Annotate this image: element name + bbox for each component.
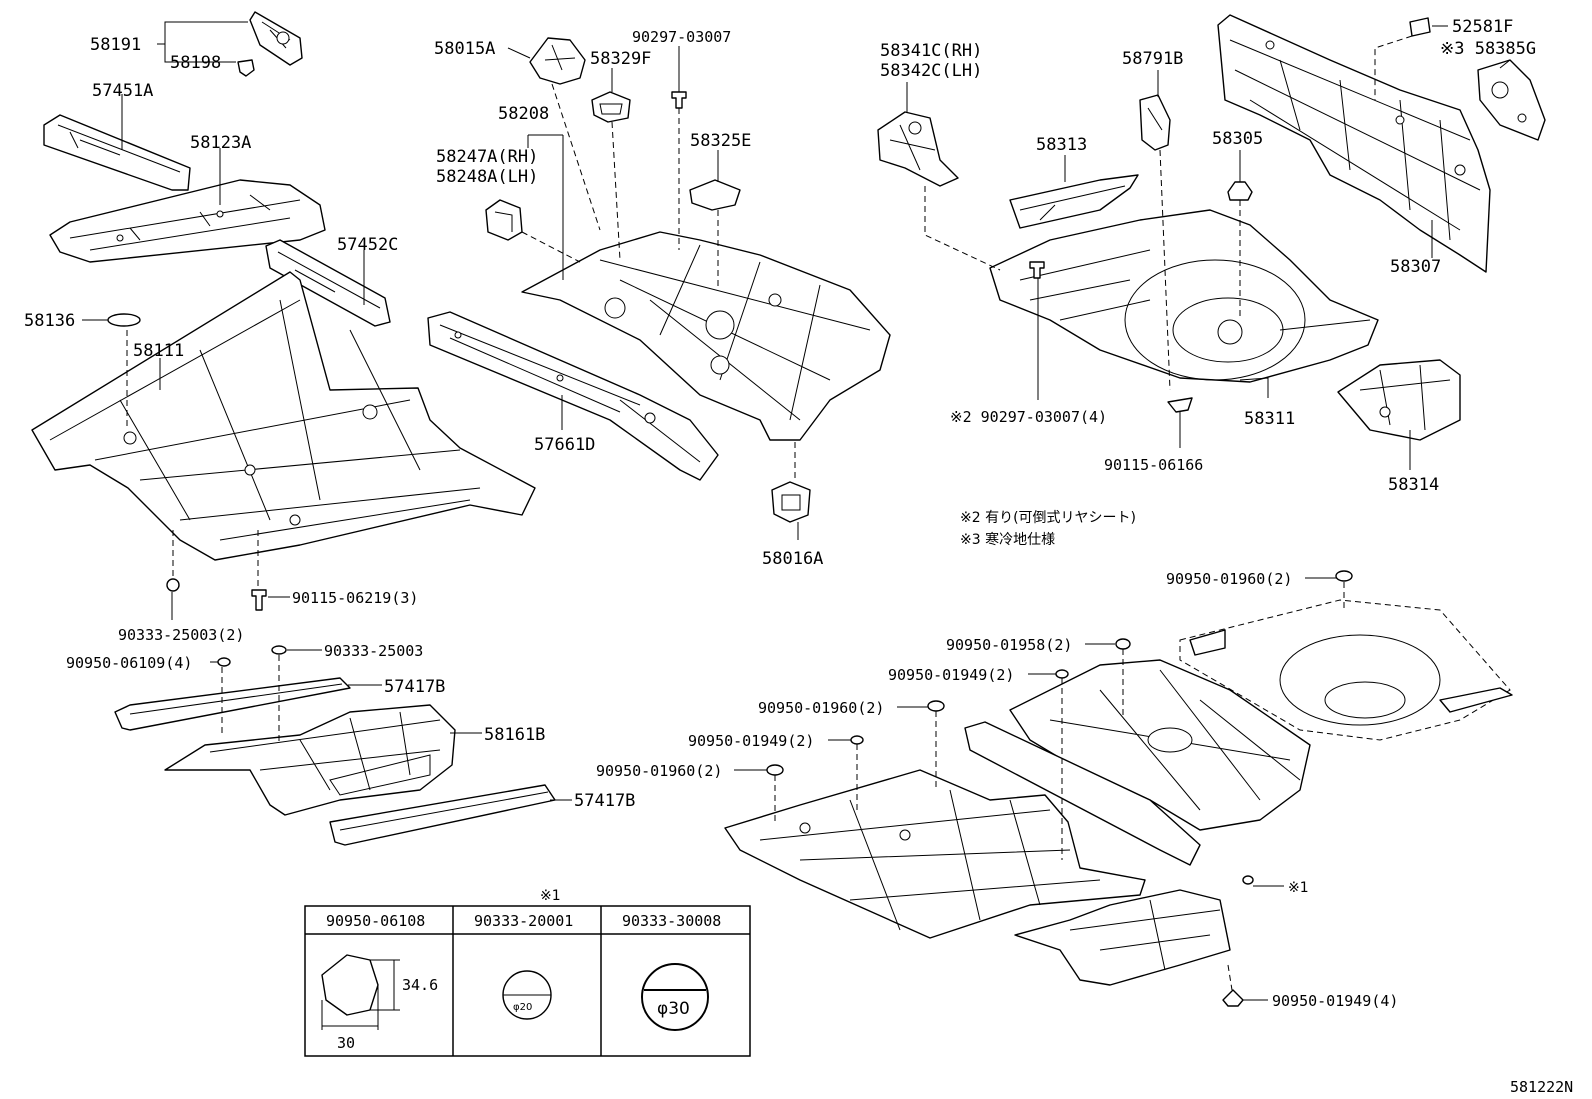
callout-58791B: 58791B <box>1122 49 1183 69</box>
plug-table-header-3: 90333-30008 <box>622 912 721 930</box>
part-58136-drawing <box>107 313 141 327</box>
callout-90115-06219-3: 90115-06219(3) <box>292 589 418 607</box>
callout-58342C: 58342C(LH) <box>880 61 982 81</box>
part-58385G-drawing <box>1477 59 1546 141</box>
part-57661D-drawing <box>427 311 719 481</box>
part-57417B-lower-drawing <box>329 784 556 846</box>
part-58123A-drawing <box>49 179 326 263</box>
leader-lines <box>82 21 1511 1001</box>
plug-90950-06109-drawing <box>217 657 231 667</box>
callout-90950-01958-2: 90950-01958(2) <box>946 636 1072 654</box>
part-58329F-drawing <box>591 91 631 123</box>
part-58305-drawing <box>1227 181 1253 201</box>
callout-58311: 58311 <box>1244 409 1295 429</box>
callout-58191: 58191 <box>90 35 141 55</box>
bolt-90115-06219-drawing <box>251 589 267 611</box>
callout-57661D: 57661D <box>534 435 595 455</box>
part-58247A-drawing <box>485 199 523 241</box>
callout-57452C: 57452C <box>337 235 398 255</box>
part-58208-drawing <box>521 231 891 441</box>
callout-58111: 58111 <box>133 341 184 361</box>
callout-58313: 58313 <box>1036 135 1087 155</box>
callout-58015A: 58015A <box>434 39 495 59</box>
plug-table-note: ※1 <box>540 888 561 904</box>
callout-58161B: 58161B <box>484 725 545 745</box>
plug-90333-25003-drawing <box>271 645 287 655</box>
callout-58341C: 58341C(RH) <box>880 41 982 61</box>
callout-58248A: 58248A(LH) <box>436 167 538 187</box>
callout-90950-06109-4: 90950-06109(4) <box>66 654 192 672</box>
callout-58016A: 58016A <box>762 549 823 569</box>
callout-57451A: 57451A <box>92 81 153 101</box>
callout-57417B-lower: 57417B <box>574 791 635 811</box>
callout-58198: 58198 <box>170 53 221 73</box>
part-57417B-upper-drawing <box>114 677 351 731</box>
part-58314-drawing <box>1337 359 1461 441</box>
callout-90950-01949-2b: 90950-01949(2) <box>688 732 814 750</box>
callout-58314: 58314 <box>1388 475 1439 495</box>
callout-58385G: ※3 58385G <box>1440 39 1536 59</box>
part-58325E-drawing <box>689 179 741 211</box>
callout-90297-03007: 90297-03007 <box>632 28 731 46</box>
callout-58247A: 58247A(RH) <box>436 147 538 167</box>
callout-58305: 58305 <box>1212 129 1263 149</box>
hex-height-label: 34.6 <box>402 976 438 994</box>
part-58313-drawing <box>1009 174 1139 229</box>
plug-table: ※1 90950-06108 90333-20001 90333-30008 3… <box>304 888 751 1057</box>
diagram-code: 581222N <box>1510 1078 1573 1096</box>
note-line-3: ※3 寒冷地仕様 <box>960 531 1055 548</box>
part-52581F-drawing <box>1409 17 1431 37</box>
plug-90333-25003-left-drawing <box>166 578 180 592</box>
part-58015A-drawing <box>529 37 586 85</box>
part-57452C-drawing <box>265 239 391 327</box>
callout-52581F: 52581F <box>1452 17 1513 37</box>
part-58311-drawing <box>989 209 1379 383</box>
callout-90333-25003-2: 90333-25003(2) <box>118 626 244 644</box>
bolt-90115-06166-drawing <box>1167 397 1193 413</box>
callout-90950-01960-2c: 90950-01960(2) <box>596 762 722 780</box>
part-58341C-drawing <box>877 111 959 187</box>
callout-58329F: 58329F <box>590 49 651 69</box>
callout-90950-01949-4: 90950-01949(4) <box>1272 992 1398 1010</box>
callout-58307: 58307 <box>1390 257 1441 277</box>
callout-90115-06166: 90115-06166 <box>1104 456 1203 474</box>
hex-plug-icon: 34.6 30 <box>321 954 438 1052</box>
callout-58208: 58208 <box>498 104 549 124</box>
callout-mark1: ※1 <box>1288 880 1309 896</box>
callout-58136: 58136 <box>24 311 75 331</box>
part-58016A-drawing <box>771 481 811 523</box>
part-58791B-drawing <box>1139 94 1171 151</box>
assembly-floor-drawing <box>724 570 1513 1007</box>
part-58111-drawing <box>31 271 536 561</box>
callout-labels: 58191 58198 57451A 58123A 57452C 58136 5… <box>24 17 1536 1010</box>
round-plug-large-icon: φ30 <box>641 963 709 1031</box>
part-58198-drawing <box>237 59 255 77</box>
dia-large-label: φ30 <box>657 999 690 1019</box>
callout-90950-01960-2b: 90950-01960(2) <box>758 699 884 717</box>
part-58191-drawing <box>249 11 303 66</box>
callout-90950-01949-2a: 90950-01949(2) <box>888 666 1014 684</box>
plug-table-header-1: 90950-06108 <box>326 912 425 930</box>
dia-small-label: φ20 <box>513 1002 532 1013</box>
bolt-90297-03007-drawing <box>671 91 687 109</box>
part-57451A-drawing <box>43 114 191 191</box>
part-58307-drawing <box>1217 14 1491 273</box>
callout-58325E: 58325E <box>690 131 751 151</box>
bolt-90297-03007-4-drawing <box>1029 261 1045 279</box>
hex-width-label: 30 <box>337 1034 355 1052</box>
callout-57417B-upper: 57417B <box>384 677 445 697</box>
plug-table-header-2: 90333-20001 <box>474 912 573 930</box>
callout-90297-03007-4: ※2 90297-03007(4) <box>950 408 1107 426</box>
callout-90333-25003: 90333-25003 <box>324 642 423 660</box>
note-line-2: ※2 有り(可倒式リヤシート) <box>960 510 1136 526</box>
notes: ※2 有り(可倒式リヤシート) ※3 寒冷地仕様 <box>960 510 1136 548</box>
callout-58123A: 58123A <box>190 133 251 153</box>
callout-90950-01960-2a: 90950-01960(2) <box>1166 570 1292 588</box>
part-58161B-drawing <box>164 704 456 816</box>
round-plug-small-icon: φ20 <box>502 970 552 1020</box>
